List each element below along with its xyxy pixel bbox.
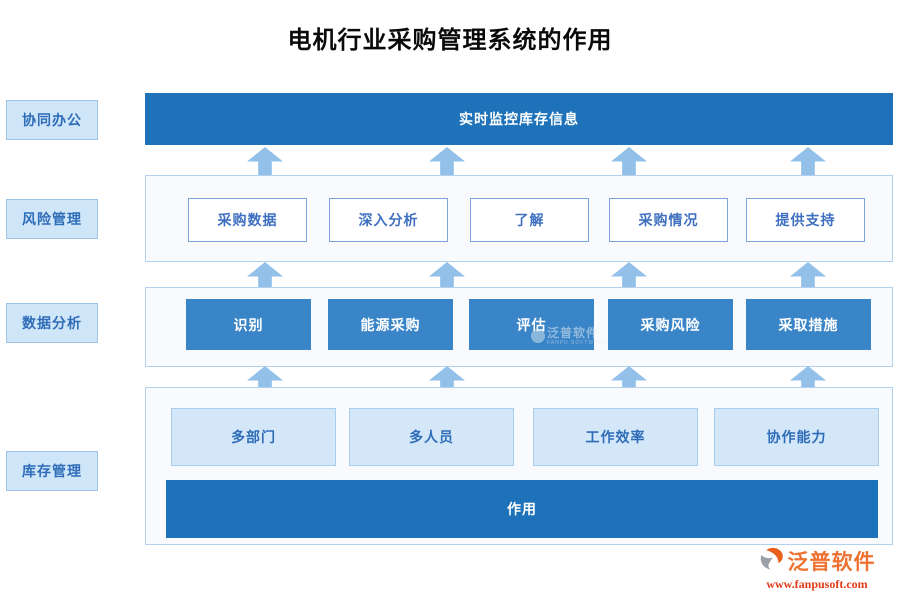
vendor-name: 泛普软件 — [787, 550, 876, 574]
vendor-logo: 泛普软件 www.fanpusoft.com — [742, 546, 892, 592]
outline-row-container: 采购数据 深入分析 了解 采购情况 提供支持 — [145, 175, 893, 262]
up-arrow-icon — [611, 262, 647, 290]
flow-box-energy-purchase: 能源采购 — [328, 299, 453, 350]
up-arrow-icon — [790, 262, 826, 290]
up-arrow-icon — [247, 262, 283, 290]
side-label-collaboration: 协同办公 — [6, 100, 98, 140]
flow-box-purchase-risk: 采购风险 — [608, 299, 733, 350]
up-arrow-icon — [429, 262, 465, 290]
up-arrow-icon — [611, 147, 647, 175]
flow-box-multi-personnel: 多人员 — [349, 408, 514, 466]
flow-box-take-measures: 采取措施 — [746, 299, 871, 350]
flow-box-deep-analysis: 深入分析 — [329, 198, 448, 242]
up-arrow-icon — [790, 147, 826, 175]
flow-box-understand: 了解 — [470, 198, 589, 242]
side-label-inventory-management: 库存管理 — [6, 451, 98, 491]
flow-box-purchase-data: 采购数据 — [188, 198, 307, 242]
side-label-risk-management: 风险管理 — [6, 199, 98, 239]
flow-box-purchase-status: 采购情况 — [609, 198, 728, 242]
up-arrow-icon — [247, 147, 283, 175]
bottom-banner: 作用 — [166, 480, 878, 538]
flow-box-evaluate: 评估 — [469, 299, 594, 350]
up-arrow-icon — [429, 147, 465, 175]
vendor-url[interactable]: www.fanpusoft.com — [766, 577, 868, 591]
flow-box-provide-support: 提供支持 — [746, 198, 865, 242]
arrow-row-1 — [145, 147, 893, 175]
flow-box-work-efficiency: 工作效率 — [533, 408, 698, 466]
flow-box-identify: 识别 — [186, 299, 311, 350]
solid-row-container: 识别 能源采购 评估 采购风险 采取措施 — [145, 287, 893, 367]
flow-diagram: 实时监控库存信息 采购数据 深入分析 了解 采购情况 提供支持 识别 能源采购 — [145, 0, 893, 600]
flow-box-collaboration-ability: 协作能力 — [714, 408, 879, 466]
flow-box-multi-department: 多部门 — [171, 408, 336, 466]
side-label-data-analysis: 数据分析 — [6, 303, 98, 343]
fanpu-logo-icon — [759, 547, 785, 576]
page-title: 电机行业采购管理系统的作用 — [287, 28, 613, 54]
top-banner: 实时监控库存信息 — [145, 93, 893, 145]
arrow-row-2 — [145, 262, 893, 290]
bottom-row-container: 多部门 多人员 工作效率 协作能力 作用 — [145, 387, 893, 545]
